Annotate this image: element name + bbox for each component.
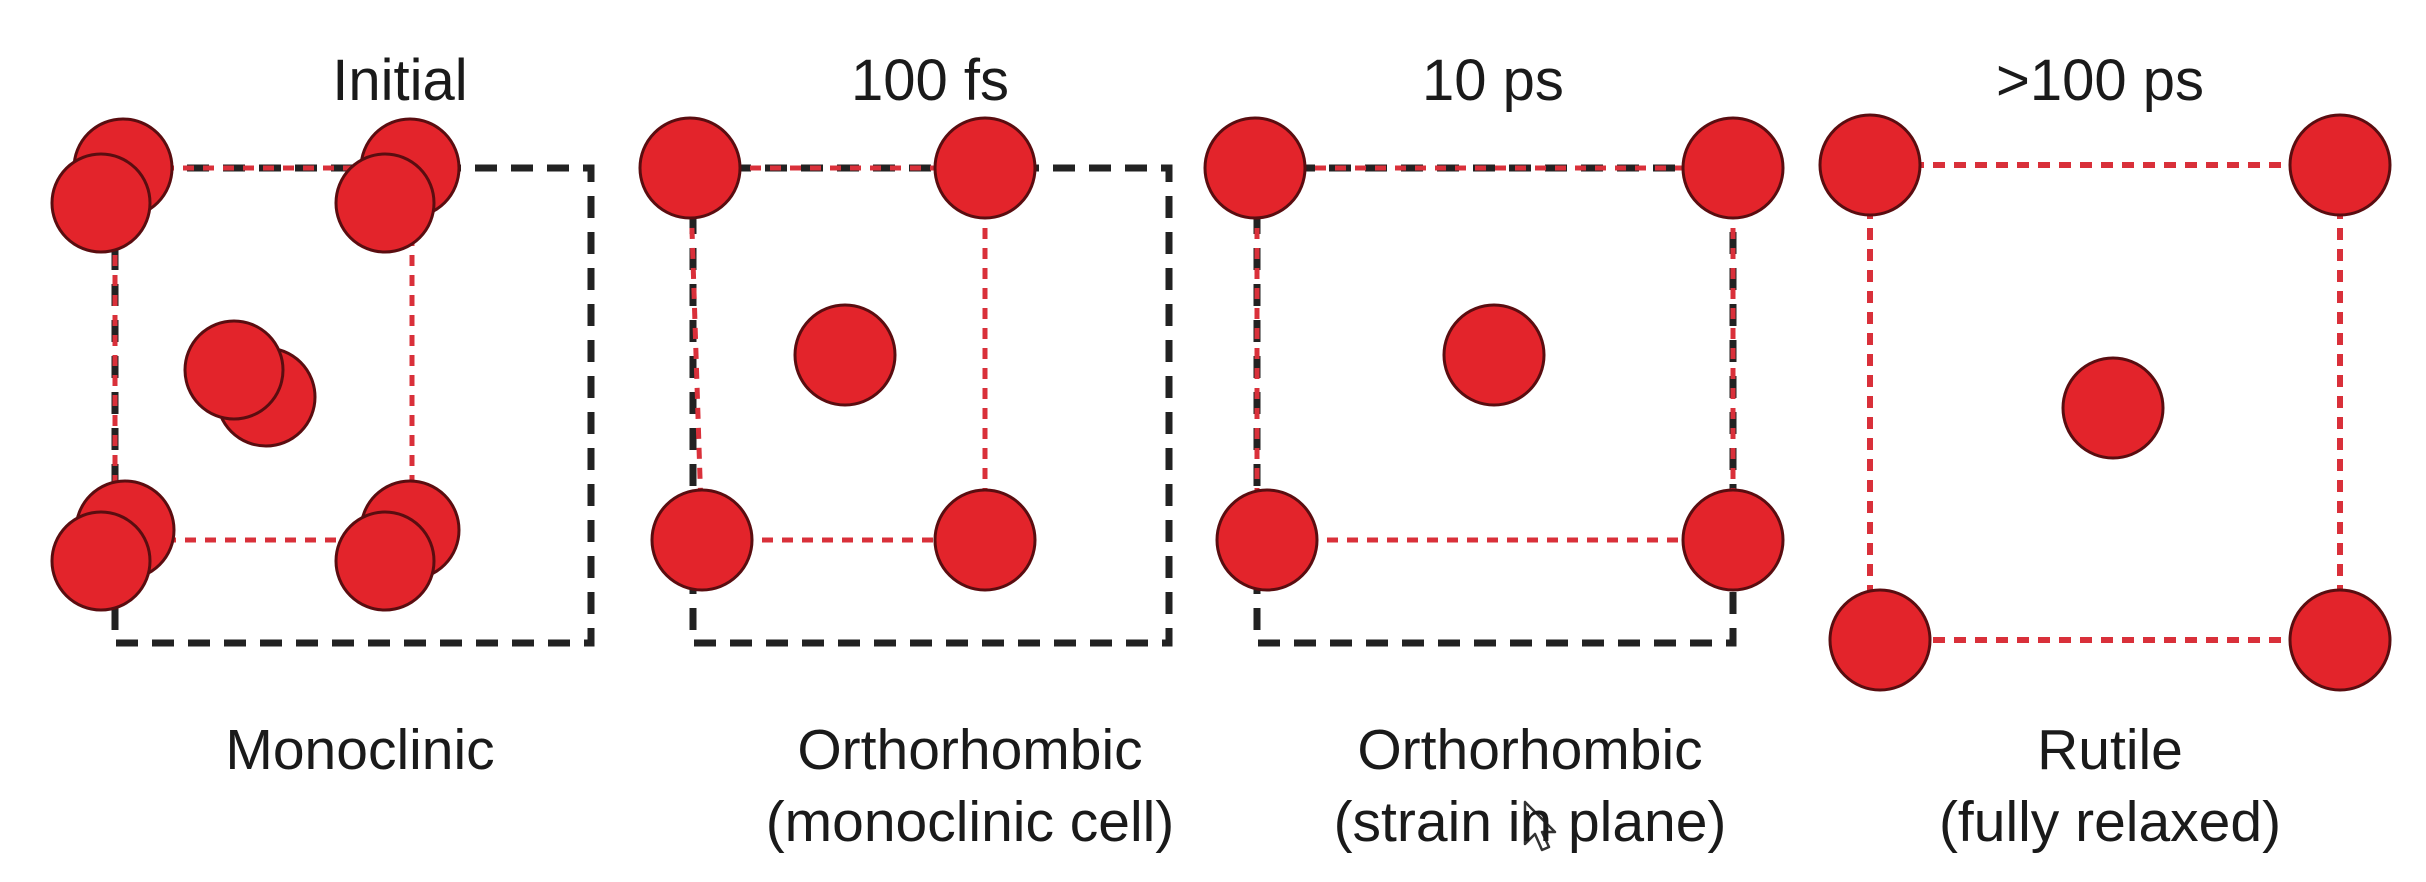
unit-cell-outline xyxy=(1867,162,2343,643)
time-label-100fs: 100 fs xyxy=(851,48,1009,113)
phase-label-orthorhombic: Orthorhombic xyxy=(797,718,1143,782)
phase-label-rutile: Rutile xyxy=(2037,718,2183,782)
atom xyxy=(334,152,436,254)
atoms xyxy=(1818,113,2392,692)
atom xyxy=(793,303,897,407)
atom xyxy=(650,488,754,592)
phase-label-monoclinic: Monoclinic xyxy=(225,718,495,782)
mouse-cursor-icon xyxy=(1523,800,1557,852)
atom xyxy=(1828,588,1932,692)
atoms xyxy=(1203,116,1785,592)
panel-100fs xyxy=(638,116,1173,647)
atom xyxy=(933,488,1037,592)
panel-100ps xyxy=(1818,113,2392,692)
atom xyxy=(1681,488,1785,592)
time-label-10ps: 10 ps xyxy=(1422,48,1564,113)
atom xyxy=(1442,303,1546,407)
atom xyxy=(1818,113,1922,217)
atom xyxy=(1215,488,1319,592)
atom xyxy=(1681,116,1785,220)
phase-label-orthorhombic: Orthorhombic xyxy=(1357,718,1703,782)
atom xyxy=(183,319,285,421)
atom xyxy=(933,116,1037,220)
phase-detail-strain-in-plane: (strain in plane) xyxy=(1333,790,1727,854)
time-label-100ps: >100 ps xyxy=(1995,48,2204,113)
atom xyxy=(50,152,152,254)
atom xyxy=(2061,356,2165,460)
atoms xyxy=(50,117,461,612)
panel-10ps xyxy=(1203,116,1785,647)
panel-initial xyxy=(50,117,595,647)
atom xyxy=(334,510,436,612)
atom xyxy=(2288,113,2392,217)
phase-detail-monoclinic-cell: (monoclinic cell) xyxy=(765,790,1175,854)
unit-cell-outline xyxy=(1254,165,1736,543)
phase-detail-fully-relaxed: (fully relaxed) xyxy=(1938,790,2282,854)
reference-cell-outline xyxy=(689,164,1173,647)
atom xyxy=(1203,116,1307,220)
atoms xyxy=(638,116,1037,592)
atom xyxy=(638,116,742,220)
atom xyxy=(50,510,152,612)
atom xyxy=(2288,588,2392,692)
time-label-initial: Initial xyxy=(332,48,468,113)
